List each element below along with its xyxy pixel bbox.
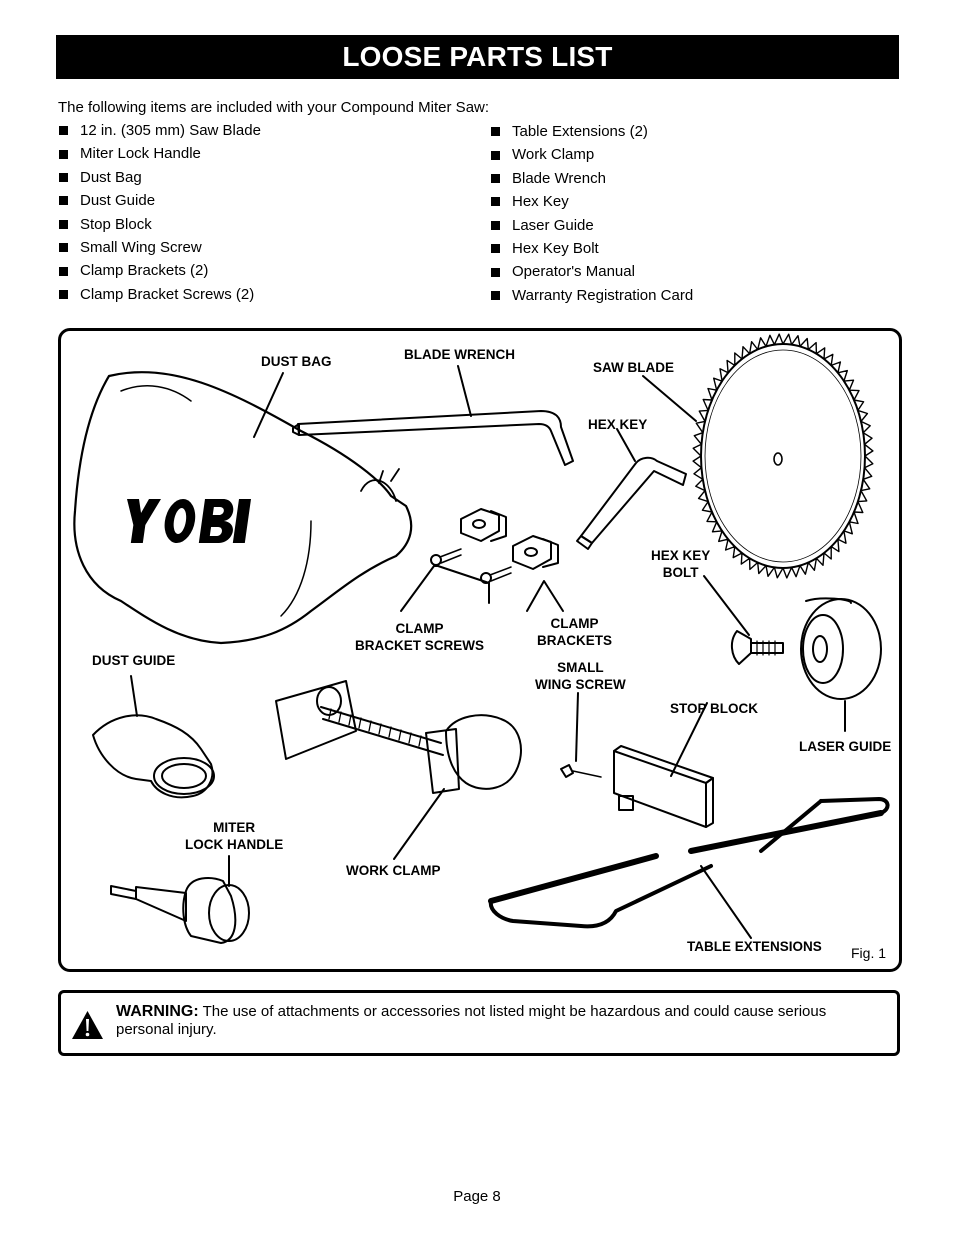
list-item: Blade Wrench [491,167,693,190]
label-saw-blade: SAW BLADE [593,360,674,375]
warning-triangle-icon [72,1011,103,1039]
hex-key-bolt-leader [703,575,750,636]
ryobi-logo-icon [127,499,251,543]
list-item: Small Wing Screw [59,236,261,259]
blade-wrench-drawing [292,410,574,466]
parts-illustration [73,333,890,944]
list-item: Clamp Brackets (2) [59,259,261,282]
list-item: Operator's Manual [491,260,693,283]
hex-key-drawing [576,456,687,550]
list-item: Warranty Registration Card [491,284,693,307]
label-clamp-bracket-screws: CLAMP BRACKET SCREWS [355,621,485,653]
list-item: Laser Guide [491,214,693,237]
warning-box: WARNING: The use of attachments or acces… [58,990,900,1056]
list-item: Clamp Bracket Screws (2) [59,283,261,306]
warning-heading: WARNING: [116,1003,199,1020]
bullet-square-icon [491,267,500,277]
label-table-extensions: TABLE EXTENSIONS [687,939,822,954]
clamp-brackets-drawing [460,508,559,570]
label-dust-guide: DUST GUIDE [92,653,176,668]
dust-bag-leader [253,372,284,438]
clamp-bracket-screws-leader [400,565,490,612]
bullet-square-icon [491,244,500,254]
bullet-square-icon [59,289,68,299]
warning-body: The use of attachments or accessories no… [116,1003,827,1038]
label-laser-guide: LASER GUIDE [799,739,892,754]
label-blade-wrench: BLADE WRENCH [404,347,515,362]
bullet-square-icon [491,173,500,183]
title-bar: LOOSE PARTS LIST [56,35,899,79]
figure-caption: Fig. 1 [851,945,887,961]
list-item: Miter Lock Handle [59,142,261,165]
list-item: Dust Guide [59,189,261,212]
small-wing-screw-drawing [560,764,602,778]
list-item: Hex Key [491,190,693,213]
bullet-square-icon [491,220,500,230]
label-hex-key: HEX KEY [588,417,648,432]
small-wing-screw-leader [575,692,579,762]
list-item: 12 in. (305 mm) Saw Blade [59,119,261,142]
hex-key-bolt-drawing [731,630,784,665]
list-item: Dust Bag [59,166,261,189]
label-small-wing-screw: SMALL WING SCREW [535,660,626,692]
bullet-square-icon [491,197,500,207]
label-stop-block: STOP BLOCK [670,701,759,716]
stop-block-leader [670,702,708,777]
warning-text: WARNING: The use of attachments or acces… [116,1003,886,1039]
stop-block-drawing [613,745,714,828]
bullet-square-icon [59,219,68,229]
list-item: Stop Block [59,213,261,236]
list-item: Work Clamp [491,143,693,166]
bullet-square-icon [59,196,68,206]
page-title: LOOSE PARTS LIST [342,41,613,72]
bullet-square-icon [491,290,500,300]
label-work-clamp: WORK CLAMP [346,863,441,878]
work-clamp-drawing [275,680,522,794]
label-hex-key-bolt: HEX KEY BOLT [651,548,711,580]
dust-bag-drawing [73,371,413,645]
page-number: Page 8 [453,1188,501,1205]
list-item: Hex Key Bolt [491,237,693,260]
parts-list-left: 12 in. (305 mm) Saw Blade Miter Lock Han… [59,119,261,306]
bullet-square-icon [491,150,500,160]
bullet-square-icon [59,172,68,182]
saw-blade-drawing [692,333,874,579]
table-extensions-drawing [488,797,890,929]
list-item: Table Extensions (2) [491,120,693,143]
bullet-square-icon [59,266,68,276]
bullet-square-icon [491,127,500,137]
saw-blade-leader [642,375,697,422]
miter-lock-handle-drawing [110,877,250,944]
table-extensions-leader [700,865,752,939]
bullet-square-icon [59,126,68,136]
dust-guide-drawing [92,714,215,799]
parts-list-right: Table Extensions (2) Work Clamp Blade Wr… [491,120,693,307]
label-miter-lock-handle: MITER LOCK HANDLE [185,820,284,852]
blade-wrench-leader [457,365,472,417]
hex-key-leader [616,428,636,462]
bullet-square-icon [59,149,68,159]
dust-guide-leader [130,675,138,717]
label-dust-bag: DUST BAG [261,354,332,369]
clamp-brackets-leader [526,580,564,612]
intro-text: The following items are included with yo… [58,99,490,116]
bullet-square-icon [59,243,68,253]
work-clamp-leader [393,788,445,860]
parts-figure: DUST BAG BLADE WRENCH SAW BLADE HEX KEY … [58,328,902,972]
label-clamp-brackets: CLAMP BRACKETS [537,616,613,648]
laser-guide-drawing [800,597,882,700]
